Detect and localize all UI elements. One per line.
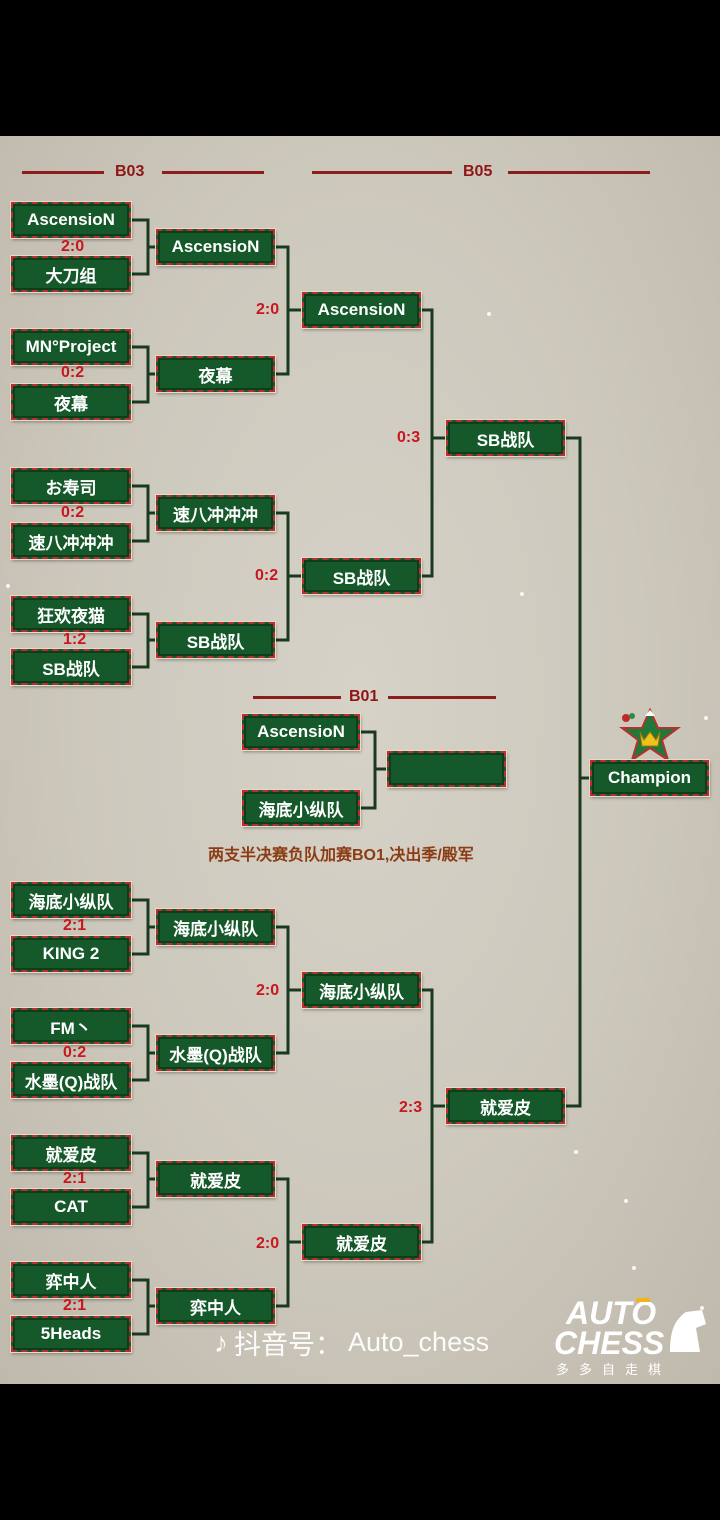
- douyin-logo-icon: ♪: [214, 1326, 228, 1358]
- upper-r2-m2-score: 0:2: [255, 567, 279, 584]
- upper-r1-m1-team-a: AscensioN: [10, 201, 132, 239]
- upper-r1-m2-team-b: 夜幕: [10, 383, 132, 421]
- auto-chess-logo: AUTO CHESS 多多自走棋: [552, 1294, 712, 1383]
- lower-r1-m3-score: 2:1: [63, 1170, 87, 1187]
- bracket-board: B03 B05 B01 AscensioN 2:0 大刀组 MN°Project…: [0, 136, 720, 1384]
- lower-r2-m1-score: 2:0: [256, 982, 280, 999]
- upper-r2-m1-team-a: AscensioN: [155, 228, 276, 266]
- snow-speck: [700, 1306, 704, 1310]
- bo5-rule-right: [508, 171, 650, 174]
- lower-r2-m1-team-b: 水墨(Q)战队: [155, 1034, 276, 1072]
- upper-r2-m1-score: 2:0: [256, 301, 280, 318]
- snow-speck: [704, 716, 708, 720]
- upper-r1-m4-score: 1:2: [63, 631, 87, 648]
- upper-r3-score: 0:3: [397, 429, 421, 446]
- bo1-rule-left: [253, 696, 341, 699]
- lower-r2-m1-team-a: 海底小纵队: [155, 908, 276, 946]
- upper-r1-m3-score: 0:2: [61, 504, 85, 521]
- watermark-account: Auto_chess: [348, 1327, 490, 1357]
- upper-r2-m1-team-b: 夜幕: [155, 355, 276, 393]
- lower-r3-score: 2:3: [399, 1099, 423, 1116]
- lower-r1-m3-team-a: 就爱皮: [10, 1134, 132, 1172]
- third-place-result: [386, 750, 507, 788]
- upper-r1-m4-team-b: SB战队: [10, 648, 132, 686]
- upper-r1-m3-team-a: お寿司: [10, 467, 132, 505]
- champion-box: Champion: [589, 759, 710, 797]
- watermark-platform: 抖音号：: [234, 1330, 342, 1360]
- upper-bracket-winner: SB战队: [445, 419, 566, 457]
- lower-r2-m2-score: 2:0: [256, 1235, 280, 1252]
- upper-r3-team-b: SB战队: [301, 557, 422, 595]
- upper-r3-team-a: AscensioN: [301, 291, 422, 329]
- upper-r1-m1-team-b: 大刀组: [10, 255, 132, 293]
- upper-r1-m2-team-a: MN°Project: [10, 328, 132, 366]
- snow-speck: [624, 1199, 628, 1203]
- bo3-header: B03: [115, 163, 145, 180]
- lower-r1-m4-team-a: 弈中人: [10, 1261, 132, 1299]
- third-place-note: 两支半决赛负队加赛BO1,决出季/殿军: [208, 847, 474, 864]
- lower-r2-m2-team-a: 就爱皮: [155, 1160, 276, 1198]
- upper-r1-m4-team-a: 狂欢夜猫: [10, 595, 132, 633]
- lower-r1-m2-team-b: 水墨(Q)战队: [10, 1061, 132, 1099]
- snow-speck: [574, 1150, 578, 1154]
- upper-r2-m2-team-a: 速八冲冲冲: [155, 494, 276, 532]
- bo5-header: B05: [463, 163, 493, 180]
- champion-star-icon: [612, 707, 688, 766]
- lower-r1-m2-team-a: FM丶: [10, 1007, 132, 1045]
- lower-r3-team-b: 就爱皮: [301, 1223, 422, 1261]
- third-place-team-a: AscensioN: [241, 713, 361, 751]
- bo3-rule-right: [162, 171, 264, 174]
- lower-r1-m4-score: 2:1: [63, 1297, 87, 1314]
- snow-speck: [487, 312, 491, 316]
- snow-speck: [520, 592, 524, 596]
- svg-text:CHESS: CHESS: [554, 1325, 665, 1361]
- upper-r1-m2-score: 0:2: [61, 364, 85, 381]
- lower-bracket-winner: 就爱皮: [445, 1087, 566, 1125]
- upper-r1-m1-score: 2:0: [61, 238, 85, 255]
- douyin-watermark: ♪ 抖音号： Auto_chess: [214, 1323, 489, 1362]
- bo1-header: B01: [349, 688, 379, 705]
- third-place-team-b: 海底小纵队: [241, 789, 361, 827]
- svg-text:多多自走棋: 多多自走棋: [556, 1362, 671, 1378]
- bo5-rule-left: [312, 171, 452, 174]
- snow-speck: [6, 584, 10, 588]
- lower-r1-m2-score: 0:2: [63, 1044, 87, 1061]
- upper-r2-m2-team-b: SB战队: [155, 621, 276, 659]
- bo3-rule-left: [22, 171, 104, 174]
- lower-r1-m4-team-b: 5Heads: [10, 1315, 132, 1353]
- lower-r2-m2-team-b: 弈中人: [155, 1287, 276, 1325]
- lower-r1-m1-team-a: 海底小纵队: [10, 881, 132, 919]
- lower-r1-m1-score: 2:1: [63, 917, 87, 934]
- snow-speck: [632, 1266, 636, 1270]
- bracket-connector-lines: [131, 218, 590, 1336]
- lower-r1-m3-team-b: CAT: [10, 1188, 132, 1226]
- lower-r1-m1-team-b: KING 2: [10, 935, 132, 973]
- upper-r1-m3-team-b: 速八冲冲冲: [10, 522, 132, 560]
- lower-r3-team-a: 海底小纵队: [301, 971, 422, 1009]
- bo1-rule-right: [388, 696, 496, 699]
